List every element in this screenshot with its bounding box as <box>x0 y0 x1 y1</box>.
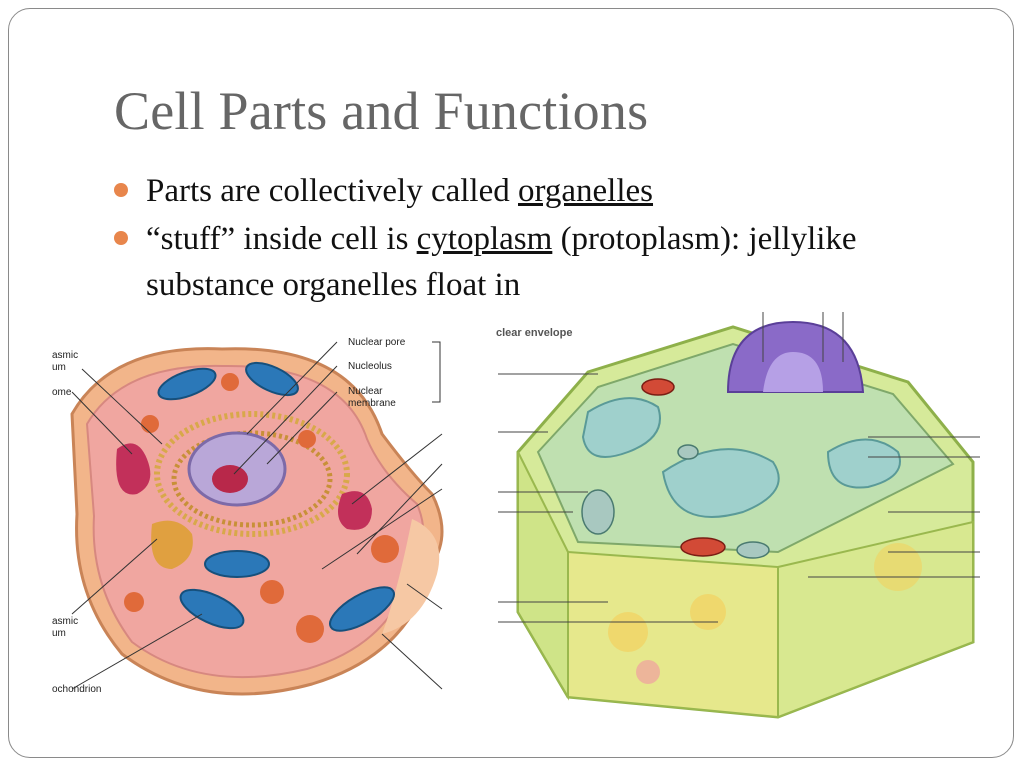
label-left-1: asmic <box>52 350 78 361</box>
bullet-term: organelles <box>518 173 654 209</box>
lysosome <box>371 535 399 563</box>
mitochondrion <box>245 361 299 397</box>
golgi-apparatus <box>338 491 372 530</box>
chloroplast <box>736 541 770 559</box>
central-vacuole <box>661 448 780 518</box>
label-nuclear: Nuclear <box>348 386 383 397</box>
lysosome <box>298 430 316 448</box>
bullet-dot-icon <box>114 231 128 245</box>
bullet-text: Parts are collectively called <box>146 173 518 209</box>
mitochondrion <box>157 367 217 401</box>
cell-cutaway <box>382 519 440 634</box>
label-left-2: um <box>52 362 66 373</box>
bullet-item: Parts are collectively called organelles <box>114 168 914 214</box>
chloroplast <box>677 444 699 460</box>
cell-wall-front <box>567 550 779 719</box>
smooth-er <box>151 520 193 569</box>
rough-er <box>154 411 350 537</box>
bullet-term: cytoplasm <box>416 221 553 257</box>
plastid <box>874 543 922 591</box>
lysosome <box>124 592 144 612</box>
bullet-dot-icon <box>114 183 128 197</box>
chloroplast <box>581 489 615 535</box>
slide-title: Cell Parts and Functions <box>114 81 649 141</box>
bullet-list: Parts are collectively called organelles… <box>114 168 914 310</box>
rough-er-inner <box>171 430 333 528</box>
label-membrane: membrane <box>348 398 396 409</box>
lysosome <box>296 615 324 643</box>
cytoplasm-surface <box>536 342 955 554</box>
nucleolus <box>763 352 823 392</box>
vesicle <box>636 660 660 684</box>
cell-wall-left <box>517 451 569 701</box>
plastid <box>690 594 726 630</box>
label-left-3: ome <box>52 387 72 398</box>
label-leaders <box>498 312 980 623</box>
lysosome <box>221 373 239 391</box>
plastid <box>608 612 648 652</box>
label-nucleolus: Nucleolus <box>348 361 392 372</box>
plant-cell-diagram: clear envelope <box>496 312 980 719</box>
lysosome <box>141 415 159 433</box>
lysosome <box>260 580 284 604</box>
mitochondrion <box>204 550 270 578</box>
vacuole <box>826 438 901 489</box>
label-left-6: ochondrion <box>52 684 101 695</box>
golgi-apparatus <box>116 443 151 495</box>
label-left-4: asmic <box>52 616 78 627</box>
label-left-5: um <box>52 628 66 639</box>
animal-cell-diagram: Nuclear pore Nucleolus Nuclear membrane … <box>52 337 444 696</box>
vacuole <box>581 397 661 458</box>
nucleolus <box>212 465 248 493</box>
label-clear-envelope: clear envelope <box>496 327 572 339</box>
bullet-text: “stuff” inside cell is <box>146 221 417 257</box>
mitochondrion <box>680 537 726 557</box>
mitochondrion <box>329 586 395 632</box>
bullet-item: “stuff” inside cell is cytoplasm (protop… <box>114 216 914 308</box>
label-nuclear-pore: Nuclear pore <box>348 337 406 348</box>
mitochondrion <box>179 588 245 630</box>
label-leaders <box>71 341 443 690</box>
mitochondrion <box>641 378 675 396</box>
bullet-text-after: (protoplasm): jellylike substance organe… <box>146 221 857 303</box>
cell-wall-side <box>777 520 974 719</box>
